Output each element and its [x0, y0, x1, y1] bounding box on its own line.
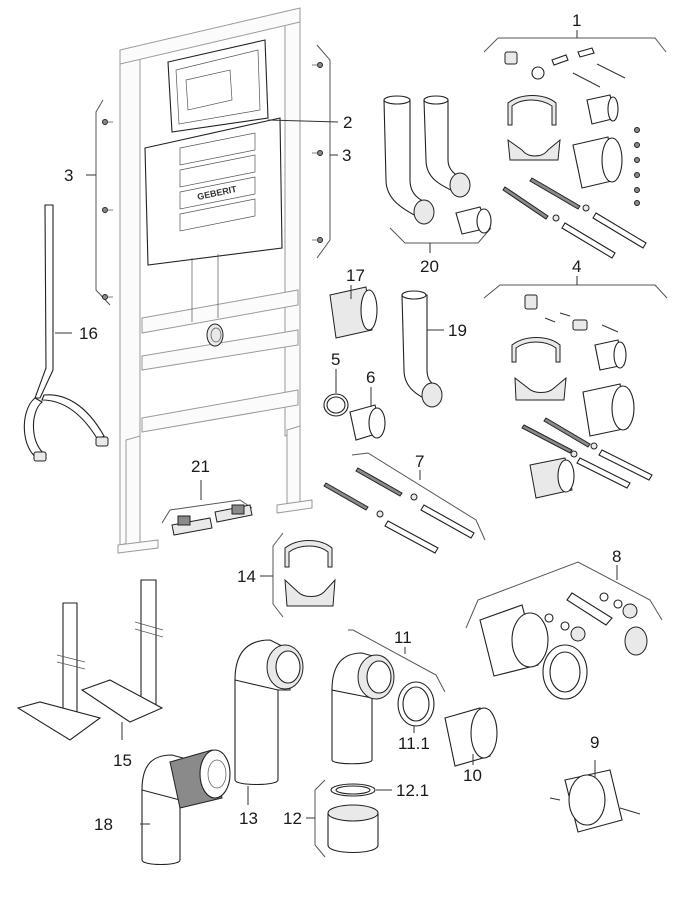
- callout-16: 16: [79, 324, 98, 343]
- callout-5: 5: [331, 350, 340, 369]
- connection-bend-13: [234, 639, 304, 786]
- callout-8: 8: [612, 547, 621, 566]
- callout-10: 10: [463, 766, 482, 785]
- callout-1: 1: [572, 11, 581, 30]
- callout-9: 9: [590, 733, 599, 752]
- set-11-bend: [331, 629, 446, 765]
- connector-17: [329, 286, 378, 339]
- set-1-parts: [483, 37, 667, 259]
- callout-12: 12: [283, 809, 302, 828]
- set-8-connection-pipe: [465, 561, 663, 700]
- protective-cap-9: [549, 769, 641, 833]
- set-20-bends: [383, 95, 492, 244]
- sleeve-6: [349, 404, 386, 441]
- callout-11-1: 11.1: [398, 734, 430, 753]
- set-12-connector: [314, 779, 379, 858]
- callout-4: 4: [572, 257, 581, 276]
- floor-support-legs-15: [16, 579, 164, 741]
- callout-18: 18: [94, 815, 113, 834]
- callout-20: 20: [420, 257, 439, 276]
- callout-7: 7: [415, 452, 424, 471]
- callout-2: 2: [343, 113, 352, 132]
- reducer-10: [444, 707, 498, 767]
- foot-plates-21: [161, 499, 253, 536]
- leader-lines: [55, 30, 618, 825]
- callout-14: 14: [237, 567, 256, 586]
- callout-3-right: 3: [342, 146, 351, 165]
- callout-3-left: 3: [64, 166, 73, 185]
- callout-15: 15: [113, 751, 132, 770]
- connection-bend-19: [401, 290, 443, 408]
- callout-17: 17: [346, 266, 365, 285]
- fixing-screws-right: [312, 44, 331, 259]
- fixing-screws-left: [95, 99, 113, 306]
- callout-13: 13: [239, 809, 258, 828]
- pipe-bracket-14: [272, 532, 336, 618]
- set-7-rods: [323, 452, 486, 554]
- callout-6: 6: [366, 368, 375, 387]
- set-4-parts: [483, 284, 668, 499]
- callout-labels: 1 2 3 3 4 5 6 7 8 9 10 11 11.1 12 12.1 1…: [64, 11, 621, 834]
- connection-bend-18: [141, 749, 231, 866]
- flush-pipe: [23, 204, 109, 462]
- callout-19: 19: [448, 321, 467, 340]
- installation-frame: GEBERIT: [117, 7, 313, 554]
- seal-ring-5: [323, 393, 349, 417]
- callout-21: 21: [191, 457, 210, 476]
- callout-12-1: 12.1: [396, 781, 429, 800]
- callout-11: 11: [394, 628, 412, 647]
- seal-11-1: [397, 681, 435, 727]
